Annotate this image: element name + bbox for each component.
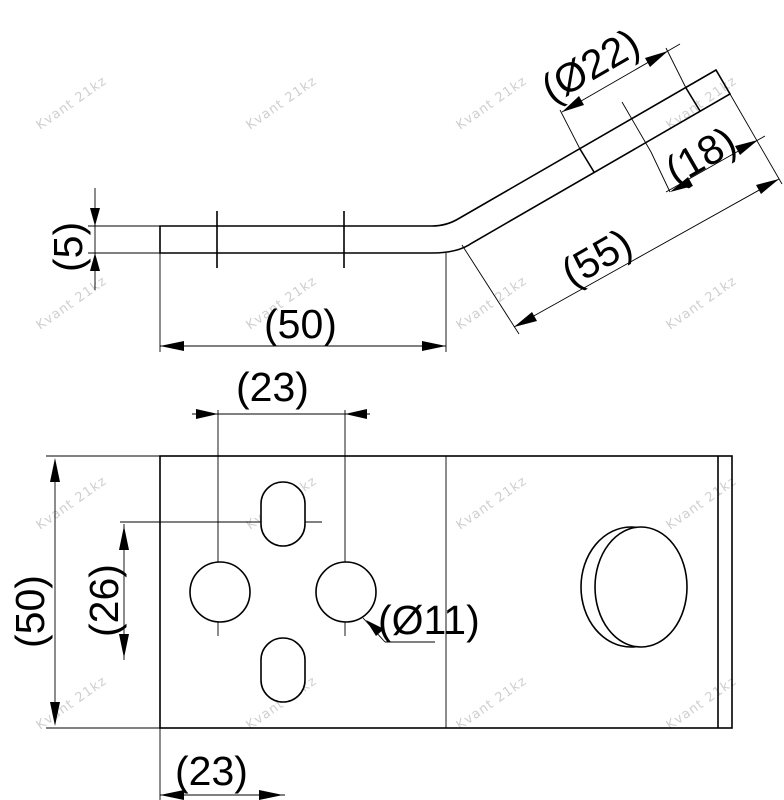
dim-edge-offset-label: (23) [175, 748, 248, 794]
dim-hole-diameter-label: (Ø11) [378, 597, 480, 643]
dimension-arrow [259, 790, 283, 800]
dimension-arrow [345, 409, 367, 419]
watermark: Kvant 21kz [664, 474, 740, 534]
dimension-arrow [90, 208, 100, 226]
leader-arrow [366, 620, 384, 636]
watermark: Kvant 21kz [454, 74, 530, 134]
dim-flat-length-label: (50) [264, 301, 337, 347]
large-hole-front [594, 526, 688, 648]
side-view: (5) (50) (55) (Ø22) (18) [45, 20, 783, 352]
dimension-arrow [50, 458, 60, 482]
dimension-arrow [756, 179, 779, 194]
dim-bent-length-label: (55) [554, 219, 640, 295]
dimension-line [513, 178, 780, 328]
dimension-arrow [735, 140, 758, 155]
watermark: Kvant 21kz [664, 674, 740, 734]
extension-line [559, 109, 581, 150]
side-profile [159, 68, 732, 254]
slot-hole-bottom [260, 637, 306, 703]
dimension-arrow [562, 96, 584, 112]
top-view: (23) (50) (26) (Ø11) (23) [7, 364, 733, 800]
dimension-arrow [50, 702, 60, 726]
dim-plate-height-label: (50) [7, 575, 53, 648]
round-hole-left [189, 561, 251, 623]
dimension-arrow [514, 312, 537, 327]
dimension-arrow [90, 253, 100, 271]
dimension-arrow [670, 177, 693, 192]
extension-line [650, 151, 671, 193]
extension-line [729, 93, 783, 185]
extension-line [665, 47, 687, 89]
watermark: Kvant 21kz [664, 74, 740, 134]
dimension-arrow [119, 634, 129, 658]
watermark: Kvant 21kz [34, 674, 110, 734]
dim-side-hole-diameter-label: (Ø22) [534, 20, 648, 112]
round-hole-right [315, 561, 377, 623]
dim-thickness-label: (5) [45, 222, 91, 272]
extension-line [461, 244, 520, 335]
watermark: Kvant 21kz [454, 674, 530, 734]
dim-slot-span-label: (26) [81, 564, 127, 637]
hole-edge-line [579, 148, 595, 173]
dimension-arrow [196, 409, 218, 419]
dim-top-spacing-label: (23) [236, 364, 309, 410]
watermark: Kvant 21kz [34, 474, 110, 534]
hole-edge-line [685, 87, 701, 112]
watermark: Kvant 21kz [454, 474, 530, 534]
dimension-arrow [422, 341, 446, 351]
watermark: Kvant 21kz [664, 274, 740, 334]
slot-hole-top [260, 481, 306, 547]
dimension-arrow [160, 341, 184, 351]
hole-centerline [621, 101, 652, 153]
watermark: Kvant 21kz [34, 274, 110, 334]
dimension-arrow [160, 790, 184, 800]
watermark: Kvant 21kz [34, 74, 110, 134]
watermark: Kvant 21kz [244, 74, 320, 134]
dimension-arrow [645, 51, 668, 67]
dimension-arrow [119, 526, 129, 550]
